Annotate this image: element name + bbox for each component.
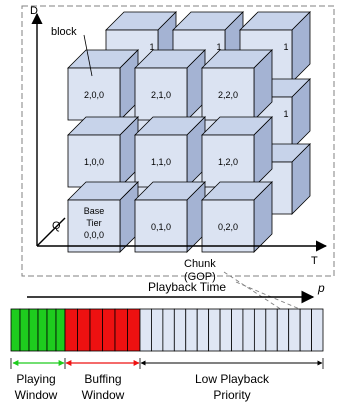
block-cube-0-2-label: 2,2,0 — [218, 90, 238, 100]
low-priority-label-line2: Priority — [213, 388, 250, 402]
timeline-slot-2-2 — [162, 308, 175, 352]
timeline-slot-2-10 — [253, 308, 267, 352]
playback-end-label: p — [317, 281, 325, 295]
timeline-slot-1-1 — [77, 308, 91, 352]
timeline-slot-2-7 — [219, 308, 232, 352]
timeline-slot-0-5 — [55, 308, 66, 352]
timeline-slot-0-4 — [46, 308, 57, 352]
timeline-slot-2-0 — [139, 308, 152, 352]
zoom-line-right — [235, 281, 303, 311]
back-cube-0-0-label: 1 — [149, 42, 154, 52]
timeline-slot-0-1 — [19, 308, 30, 352]
block-cube-2-2-label: 0,2,0 — [218, 222, 238, 232]
block-cube-0-1: 2,1,0 — [134, 49, 206, 121]
block-cube-1-0-front-face — [67, 134, 121, 188]
block-cube-1-0-label: 1,0,0 — [84, 157, 104, 167]
block-cube-2-2-front-face — [201, 199, 255, 253]
playing-window-label-line1: Playing — [16, 372, 55, 386]
back-cube-0-2-label: 1 — [283, 42, 288, 52]
dashed-frame — [21, 5, 335, 277]
block-cube-1-2-label: 1,2,0 — [218, 157, 238, 167]
depth-axis — [36, 217, 66, 247]
block-cube-1-2: 1,2,0 — [201, 116, 273, 188]
timeline-slot-1-0 — [64, 308, 78, 352]
timeline-slot-2-15 — [311, 308, 324, 352]
timeline-slot-2-12 — [276, 308, 290, 352]
timeline-slot-2-14 — [299, 308, 312, 352]
timeline-slot-1-2 — [89, 308, 103, 352]
timeline-slot-2-8 — [231, 308, 244, 352]
axis-label-t: T — [311, 255, 318, 267]
base-tier-label-0: Base — [84, 206, 105, 216]
base-tier-label-2: 0,0,0 — [84, 230, 104, 240]
block-cube-0-0-label: 2,0,0 — [84, 90, 104, 100]
axis-label-d: D — [30, 5, 38, 17]
block-cube-0-0-front-face — [67, 67, 121, 121]
block-cube-2-1-label: 0,1,0 — [151, 222, 171, 232]
timeline-slot-2-13 — [288, 308, 301, 352]
block-cube-2-2: 0,2,0 — [201, 181, 273, 253]
back-cube-0-2: 1 — [239, 11, 311, 83]
timeline-slot-2-5 — [196, 308, 210, 352]
block-callout-label: block — [51, 26, 77, 38]
block-cube-1-1-label: 1,1,0 — [151, 157, 171, 167]
timeline-slot-2-9 — [242, 308, 255, 352]
block-cube-0-2: 2,2,0 — [201, 49, 273, 121]
timeline-slot-0-2 — [28, 308, 39, 352]
buffing-window-label-line1: Buffing — [84, 372, 121, 386]
timeline-slot-2-3 — [173, 308, 187, 352]
block-cube-0-0: 2,0,0 — [67, 49, 139, 121]
block-cube-1-2-front-face — [201, 134, 255, 188]
timeline-slot-2-1 — [151, 308, 164, 352]
timeline-slot-2-4 — [185, 308, 198, 352]
chunk-label-line2: (GOP) — [184, 271, 216, 283]
zoom-line-left — [223, 271, 283, 311]
timeline-slot-2-11 — [265, 308, 278, 352]
axis-label-q: Q — [52, 220, 61, 232]
back-cube-0-1-label: 1 — [216, 42, 221, 52]
block-cube-1-1: 1,1,0 — [134, 116, 206, 188]
playback-time-label: Playback Time — [148, 280, 226, 294]
block-cube-2-1-front-face — [134, 199, 188, 253]
block-callout-pointer — [83, 34, 93, 77]
block-cube-2-0-front-face — [67, 199, 121, 253]
back-cube-1-2-label: 1 — [283, 109, 288, 119]
chunk-label-line1: Chunk — [184, 258, 216, 270]
block-cube-1-0: 1,0,0 — [67, 116, 139, 188]
timeline-slot-1-5 — [127, 308, 141, 352]
buffing-window-label-line2: Window — [82, 388, 125, 402]
low-priority-label-line1: Low Playback — [195, 372, 270, 386]
timeline-slot-2-6 — [208, 308, 221, 352]
block-cube-0-1-label: 2,1,0 — [151, 90, 171, 100]
playback-timeline — [10, 308, 324, 352]
timeline-slot-1-3 — [102, 308, 116, 352]
playing-window-label-line2: Window — [15, 388, 58, 402]
timeline-slot-0-3 — [37, 308, 48, 352]
timeline-slot-0-0 — [10, 308, 21, 352]
block-cube-grid: 1111112,0,02,1,02,2,01,0,01,1,01,2,0Base… — [67, 11, 311, 253]
block-cube-2-1: 0,1,0 — [134, 181, 206, 253]
base-tier-label-1: Tier — [86, 218, 101, 228]
timeline-slot-1-4 — [114, 308, 128, 352]
